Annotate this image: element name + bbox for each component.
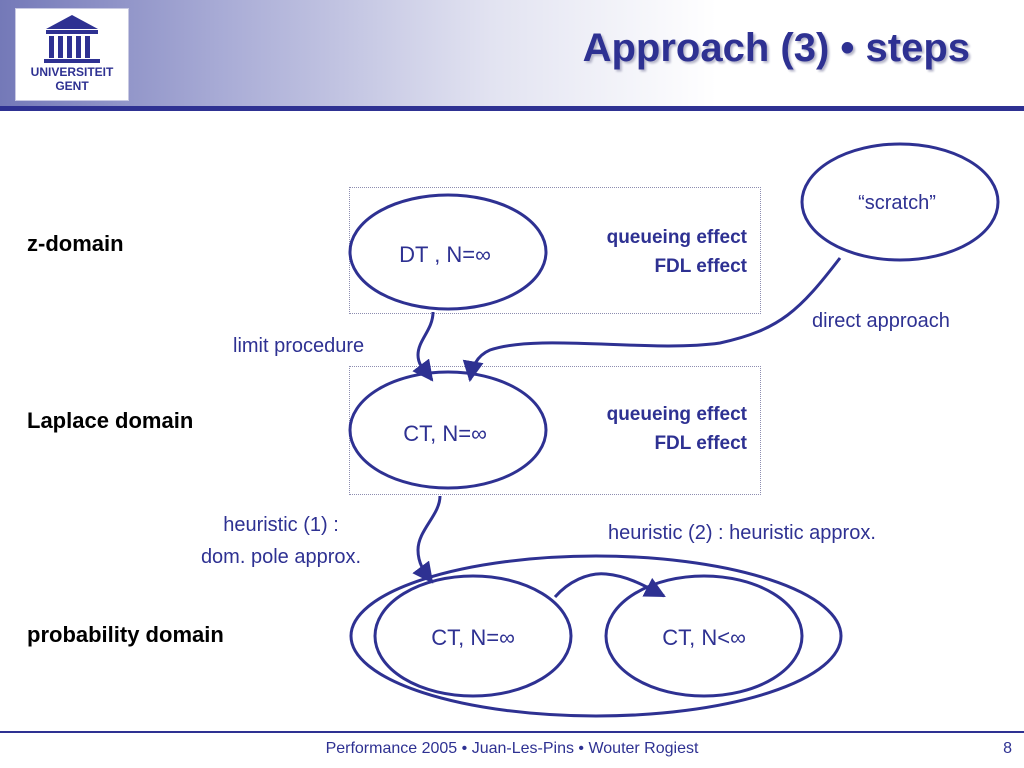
node-ct-prob-finite-ellipse xyxy=(604,574,804,698)
z-domain-label: z-domain xyxy=(27,231,124,256)
university-logo: UNIVERSITEIT GENT xyxy=(15,8,129,101)
laplace-fdl-effect: FDL effect xyxy=(654,433,747,454)
z-fdl-effect: FDL effect xyxy=(654,256,747,277)
building-icon: UNIVERSITEIT GENT xyxy=(31,15,114,93)
limit-procedure-label: limit procedure xyxy=(233,335,365,357)
logo-text-line2: GENT xyxy=(55,79,89,93)
node-scratch-label: “scratch” xyxy=(858,192,936,214)
heuristic1-label: heuristic (1) : dom. pole approx. xyxy=(176,514,386,569)
page-title: Approach (3) • steps xyxy=(582,26,970,70)
probability-group-ellipse xyxy=(349,554,843,718)
heuristic1-line2: dom. pole approx. xyxy=(200,546,362,568)
heuristic1-line1: heuristic (1) : xyxy=(223,514,339,536)
node-ct-laplace-label: CT, N=∞ xyxy=(403,421,487,446)
limit-procedure-arrow xyxy=(412,311,435,382)
node-scratch-ellipse xyxy=(800,142,1000,262)
header-rule xyxy=(0,106,1024,111)
heuristic2-arrow xyxy=(553,572,666,598)
direct-approach-label: direct approach xyxy=(812,310,950,332)
node-dt-ellipse xyxy=(348,193,548,311)
node-dt-label: DT , N=∞ xyxy=(399,242,491,267)
node-ct-prob-finite-label: CT, N<∞ xyxy=(662,625,746,650)
node-ct-prob-inf-label: CT, N=∞ xyxy=(431,625,515,650)
z-effects: queueing effect FDL effect xyxy=(607,227,747,278)
logo-text-line1: UNIVERSITEIT xyxy=(31,65,114,79)
heuristic2-label: heuristic (2) : heuristic approx. xyxy=(608,522,876,544)
laplace-effects: queueing effect FDL effect xyxy=(607,404,747,455)
slide-header xyxy=(0,0,1024,108)
laplace-queueing-effect: queueing effect xyxy=(606,404,747,425)
z-queueing-effect: queueing effect xyxy=(606,227,747,248)
probability-domain-label: probability domain xyxy=(27,622,224,647)
heuristic1-arrow xyxy=(412,495,442,584)
laplace-domain-label: Laplace domain xyxy=(27,408,194,433)
footer-rule xyxy=(0,731,1024,733)
page-number: 8 xyxy=(1003,740,1012,757)
footer-text: Performance 2005 • Juan-Les-Pins • Woute… xyxy=(325,740,699,757)
direct-approach-arrow xyxy=(462,257,842,383)
node-ct-laplace-ellipse xyxy=(348,370,548,490)
node-ct-prob-inf-ellipse xyxy=(373,574,573,698)
